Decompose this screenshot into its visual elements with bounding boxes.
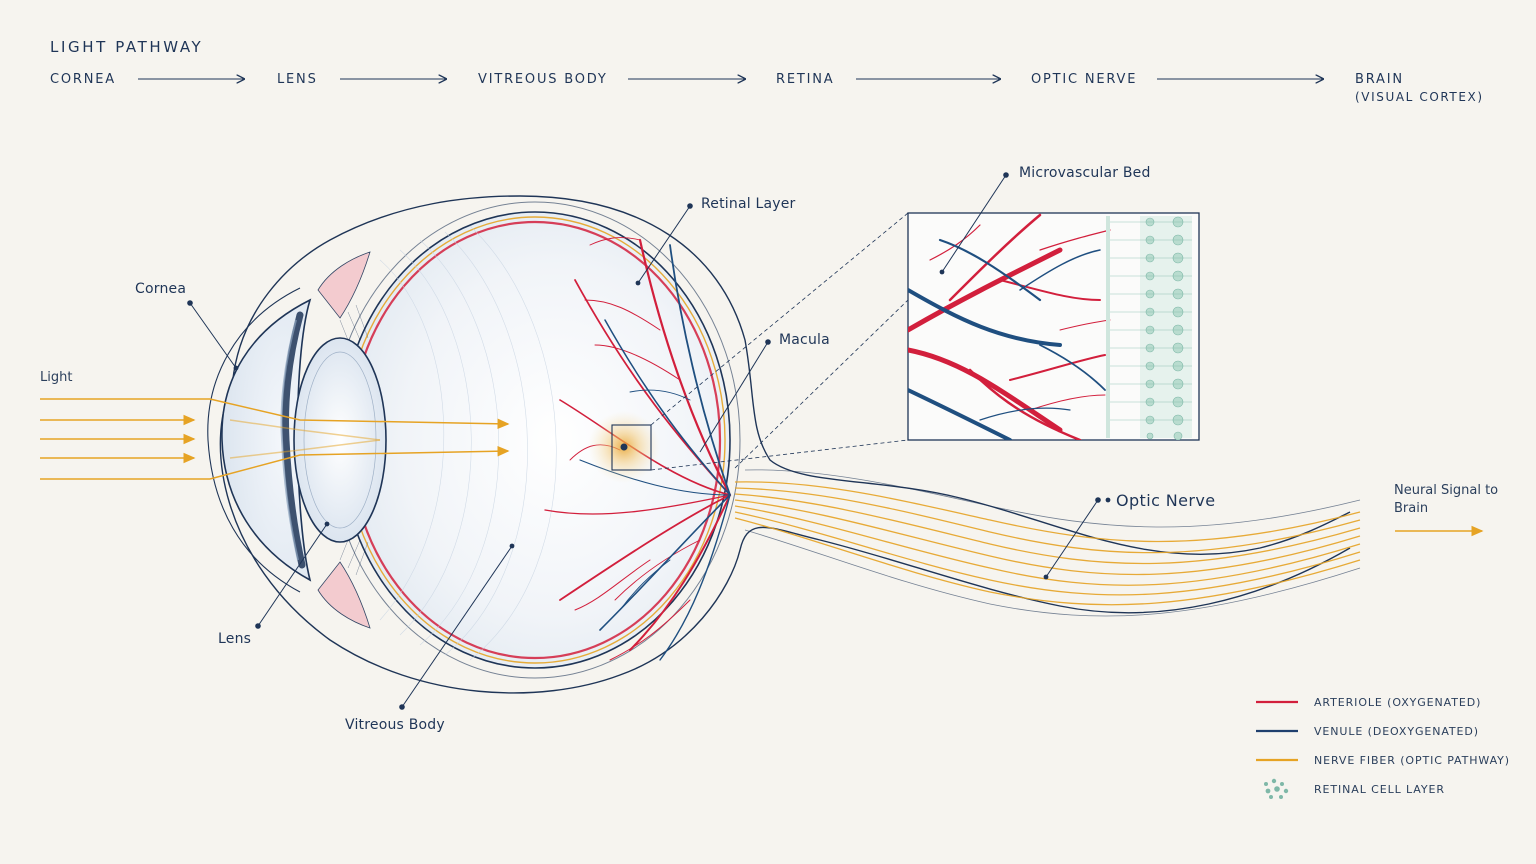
pathway-step-brain-sub: (VISUAL CORTEX) <box>1355 90 1484 104</box>
lens-shape <box>293 337 387 543</box>
leader-dots <box>187 172 1111 710</box>
pathway-step-cornea: CORNEA <box>50 72 116 87</box>
pathway-step-lens: LENS <box>277 72 318 87</box>
vitreous-body-label: Vitreous Body <box>345 717 445 733</box>
macula-center <box>620 443 628 451</box>
legend-arteriole: ARTERIOLE (OXYGENATED) <box>1314 696 1482 709</box>
microvascular-bed-label: Microvascular Bed <box>1019 165 1151 181</box>
neural-signal-label: Neural Signal to Brain <box>1394 483 1499 516</box>
zoom-lines <box>650 212 909 471</box>
vitreous-fibers <box>379 225 557 661</box>
pathway-step-vitreous-body: VITREOUS BODY <box>478 72 608 87</box>
ciliary-body <box>317 251 371 629</box>
cornea-label: Cornea <box>135 281 187 297</box>
legend-nerve-fiber: NERVE FIBER (OPTIC PATHWAY) <box>1314 754 1510 767</box>
optic-nerve-fibers <box>734 481 1361 606</box>
pathway-step-brain: BRAIN <box>1355 72 1404 87</box>
legend-swatches <box>1256 700 1298 799</box>
microvascular-inset <box>907 212 1200 441</box>
retinal-vessels-blue <box>579 244 731 661</box>
optic-nerve-label: Optic Nerve <box>1116 491 1216 510</box>
legend-venule: VENULE (DEOXYGENATED) <box>1314 725 1479 738</box>
pathway-step-retina: RETINA <box>776 72 835 87</box>
macula-focus-box <box>611 424 652 471</box>
optic-nerve-sheath <box>744 469 1361 617</box>
pathway-step-optic-nerve: OPTIC NERVE <box>1031 72 1138 87</box>
leader-lines <box>189 174 1099 708</box>
cornea-outer-line <box>207 287 301 593</box>
legend-retinal-cell-layer: RETINAL CELL LAYER <box>1314 783 1445 796</box>
iris <box>280 311 306 569</box>
light-rays <box>40 398 510 480</box>
macula-label: Macula <box>779 332 830 348</box>
eye-globe <box>219 195 1351 694</box>
pathway-title: LIGHT PATHWAY <box>50 38 204 56</box>
light-label: Light <box>40 370 73 385</box>
retinal-layer-label: Retinal Layer <box>701 196 796 212</box>
lens-label: Lens <box>218 631 252 647</box>
